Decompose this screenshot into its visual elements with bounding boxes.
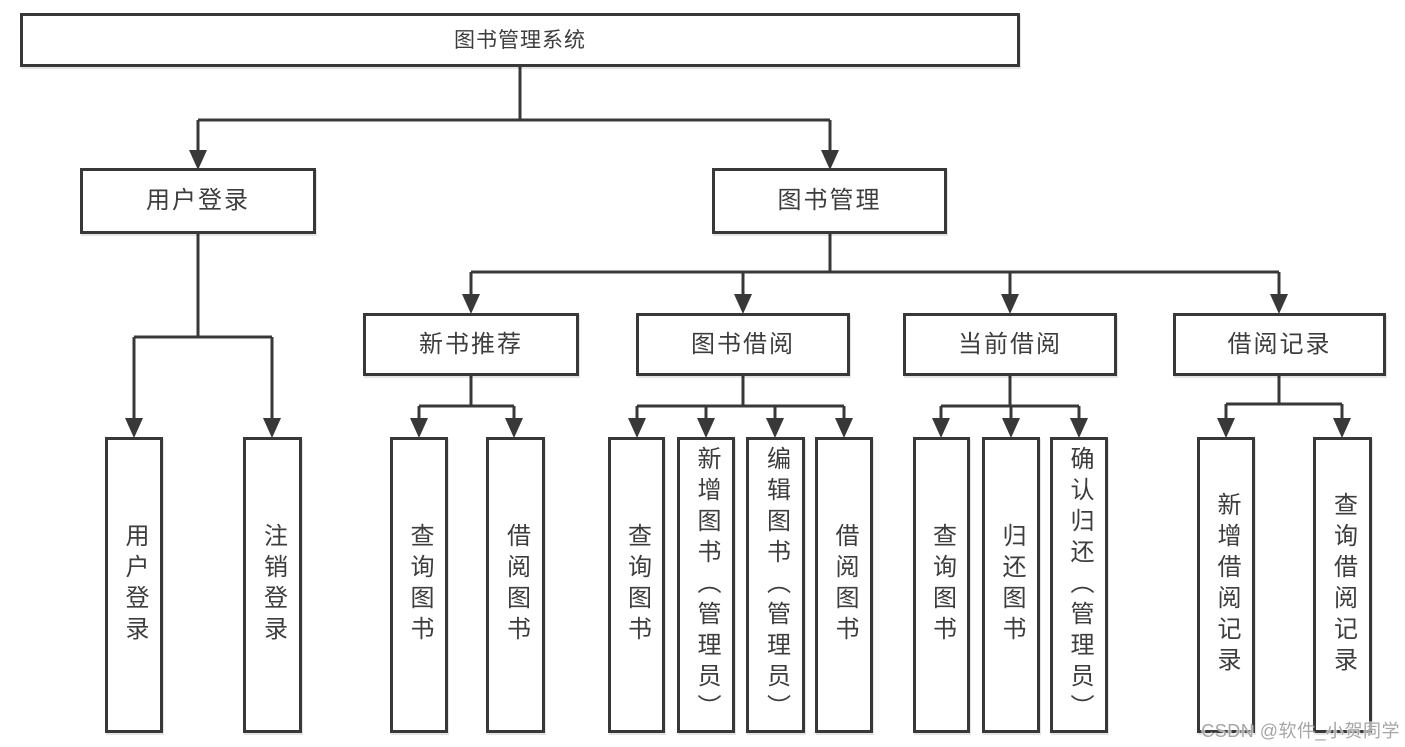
arrowhead-icon bbox=[766, 418, 784, 438]
leaf-edit-book-admin: 编辑图书（管理员） bbox=[746, 437, 805, 733]
arrowhead-icon bbox=[628, 418, 646, 438]
arrowhead-icon bbox=[505, 418, 523, 438]
arrowhead-icon bbox=[189, 150, 207, 170]
node-label: 查询图书 bbox=[406, 523, 433, 647]
arrowhead-icon bbox=[697, 418, 715, 438]
node-label: 图书管理系统 bbox=[454, 28, 586, 52]
arrowhead-icon bbox=[1217, 418, 1235, 438]
arrowhead-icon bbox=[734, 294, 752, 314]
arrowhead-icon bbox=[835, 418, 853, 438]
leaf-current-query-books: 查询图书 bbox=[913, 437, 970, 733]
node-current-borrowing: 当前借阅 bbox=[903, 313, 1117, 376]
node-label: 查询借阅记录 bbox=[1329, 492, 1357, 678]
csdn-watermark: CSDN @软件_小贺同学 bbox=[1201, 721, 1400, 741]
arrowhead-icon bbox=[1070, 418, 1088, 438]
node-label: 查询图书 bbox=[928, 523, 956, 647]
leaf-newbook-borrow-books: 借阅图书 bbox=[486, 437, 545, 733]
leaf-borrowing-query-books: 查询图书 bbox=[608, 437, 665, 733]
arrowhead-icon bbox=[1001, 294, 1019, 314]
node-label: 新增图书（管理员） bbox=[693, 445, 720, 725]
node-borrowing-records: 借阅记录 bbox=[1173, 313, 1386, 376]
connector-wire bbox=[132, 67, 1344, 420]
node-label: 查询图书 bbox=[623, 523, 651, 647]
node-label: 借阅图书 bbox=[502, 523, 530, 647]
node-label: 注销登录 bbox=[259, 523, 287, 647]
node-library-management-system: 图书管理系统 bbox=[20, 13, 1020, 67]
node-label: 编辑图书（管理员） bbox=[762, 445, 790, 725]
node-label: 确认归还（管理员） bbox=[1066, 445, 1093, 725]
arrowhead-icon bbox=[1002, 418, 1020, 438]
node-user-login: 用户登录 bbox=[80, 168, 316, 234]
leaf-borrowing-borrow-books: 借阅图书 bbox=[815, 437, 873, 733]
leaf-confirm-return-admin: 确认归还（管理员） bbox=[1050, 437, 1108, 733]
arrowhead-icon bbox=[1333, 418, 1351, 438]
node-label: 用户登录 bbox=[146, 187, 250, 214]
leaf-logout: 注销登录 bbox=[243, 437, 302, 733]
arrowhead-icon bbox=[263, 418, 281, 438]
node-label: 当前借阅 bbox=[958, 330, 1062, 358]
leaf-return-book: 归还图书 bbox=[982, 437, 1040, 733]
leaf-user-login: 用户登录 bbox=[105, 437, 163, 733]
arrowhead-icon bbox=[410, 418, 428, 438]
node-new-book-recommend: 新书推荐 bbox=[363, 313, 579, 376]
leaf-add-borrow-record: 新增借阅记录 bbox=[1197, 437, 1255, 733]
arrowhead-icon bbox=[821, 150, 839, 170]
node-label: 图书管理 bbox=[777, 187, 882, 214]
node-label: 用户登录 bbox=[121, 523, 148, 647]
arrowhead-icon bbox=[932, 418, 950, 438]
node-label: 图书借阅 bbox=[691, 330, 795, 358]
node-label: 借阅记录 bbox=[1227, 330, 1332, 358]
node-book-borrowing: 图书借阅 bbox=[636, 313, 850, 376]
leaf-add-book-admin: 新增图书（管理员） bbox=[677, 437, 735, 733]
arrowhead-icon bbox=[462, 294, 480, 314]
node-label: 借阅图书 bbox=[831, 523, 858, 647]
node-label: 归还图书 bbox=[998, 523, 1025, 647]
leaf-query-borrow-record: 查询借阅记录 bbox=[1313, 437, 1372, 733]
arrowhead-icon bbox=[125, 418, 143, 438]
arrowhead-icon bbox=[1270, 294, 1288, 314]
node-book-management: 图书管理 bbox=[712, 168, 947, 234]
leaf-newbook-query-books: 查询图书 bbox=[390, 437, 448, 733]
node-label: 新书推荐 bbox=[419, 330, 523, 358]
node-label: 新增借阅记录 bbox=[1213, 492, 1240, 678]
